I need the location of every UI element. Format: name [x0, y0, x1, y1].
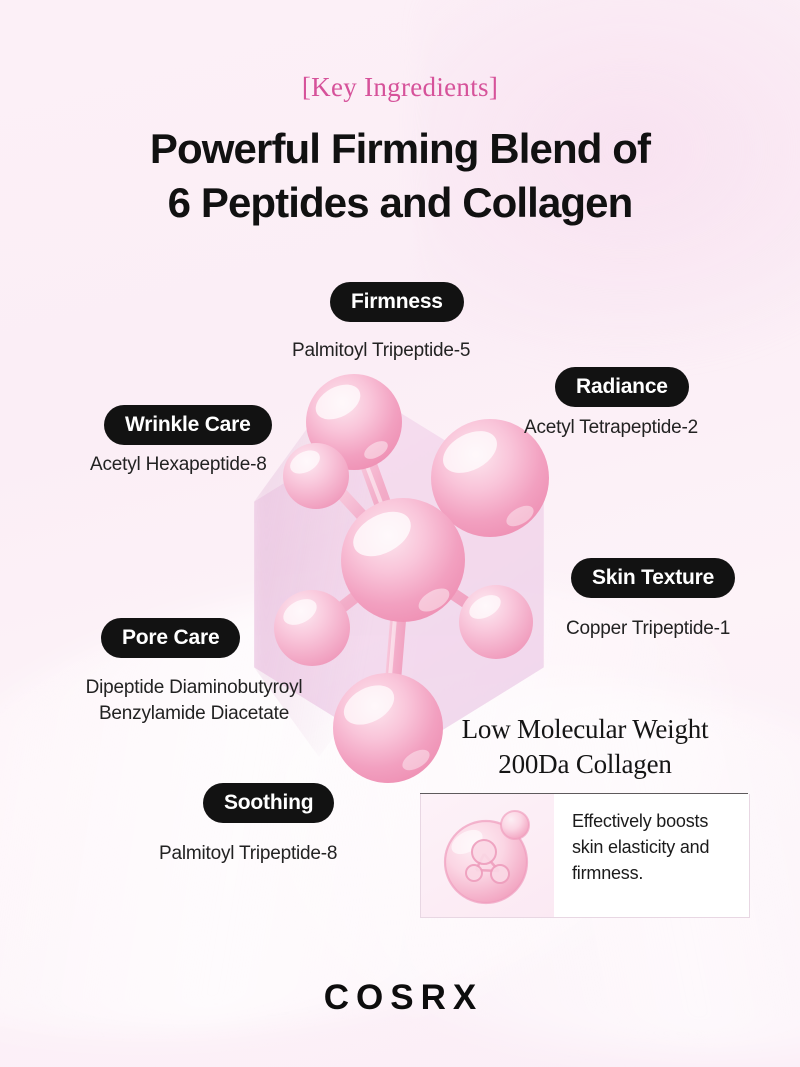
ingredient-tag-radiance: Radiance [555, 367, 689, 408]
ingredient-name-soothing: Palmitoyl Tripeptide-8 [159, 843, 338, 864]
collagen-card-divider [420, 793, 748, 795]
peptide-molecule-icon [274, 374, 549, 783]
ingredient-tag-pore-care: Pore Care [101, 618, 241, 659]
molecule-artwork [228, 360, 578, 790]
ingredient-name-firmness: Palmitoyl Tripeptide-5 [292, 340, 471, 361]
ingredient-tag-wrinkle-care: Wrinkle Care [104, 405, 272, 446]
collagen-bubble-icon [443, 809, 530, 904]
collagen-card: Low Molecular Weight 200Da Collagen [420, 712, 750, 919]
collagen-title-line-1: Low Molecular Weight [461, 714, 709, 744]
brand-logo: COSRX [323, 978, 484, 1017]
collagen-card-body: Effectively boosts skin elasticity and f… [420, 794, 750, 919]
ingredient-name-pore-care: Dipeptide Diaminobutyroyl Benzylamide Di… [85, 677, 303, 724]
ingredient-name-wrinkle-care: Acetyl Hexapeptide-8 [90, 454, 267, 475]
ingredient-tag-skin-texture: Skin Texture [571, 558, 736, 599]
eyebrow-label: [Key Ingredients] [301, 72, 499, 102]
headline-line-1: Powerful Firming Blend of [149, 125, 651, 172]
ingredient-tag-firmness: Firmness [330, 282, 464, 323]
collagen-card-thumbnail [421, 794, 554, 918]
page-title: Powerful Firming Blend of 6 Peptides and… [0, 122, 800, 230]
headline-line-2: 6 Peptides and Collagen [167, 178, 634, 226]
ingredient-name-skin-texture: Copper Tripeptide-1 [566, 618, 731, 639]
ingredient-name-radiance: Acetyl Tetrapeptide-2 [524, 417, 698, 438]
collagen-title-line-2: 200Da Collagen [498, 749, 672, 780]
ingredient-tag-soothing: Soothing [203, 783, 335, 824]
collagen-card-description: Effectively boosts skin elasticity and f… [572, 811, 710, 884]
collagen-card-title: Low Molecular Weight 200Da Collagen [420, 712, 750, 782]
